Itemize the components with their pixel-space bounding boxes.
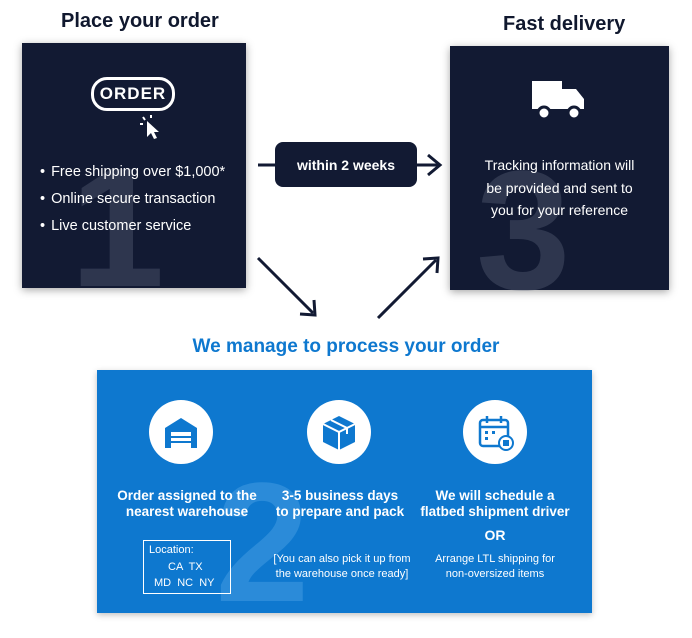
- warehouse-icon: [165, 418, 197, 448]
- timeline-badge: within 2 weeks: [275, 142, 417, 187]
- item2-note: [You can also pick it up from the wareho…: [262, 552, 422, 582]
- item2-title: 3-5 business days to prepare and pack: [265, 488, 415, 520]
- item3-title-line: flatbed shipment driver: [420, 504, 570, 519]
- item1-title: Order assigned to the nearest warehouse: [112, 488, 262, 520]
- cursor-click-icon: [140, 115, 159, 139]
- step1-title: Place your order: [61, 10, 219, 32]
- item1-title-line: nearest warehouse: [125, 504, 249, 519]
- location-box: Location: CA TX MD NC NY: [143, 540, 231, 594]
- item3-note-line: non-oversized items: [445, 568, 545, 580]
- item3-title: We will schedule a flatbed shipment driv…: [415, 488, 575, 520]
- step3-title: Fast delivery: [503, 13, 626, 35]
- bullet-item: Live customer service: [40, 216, 225, 243]
- step3-text-line: you for your reference: [491, 202, 628, 218]
- step3-text-line: Tracking information will: [484, 157, 635, 173]
- order-logo: ORDER: [91, 77, 175, 111]
- step3-text-line: be provided and sent to: [486, 179, 633, 196]
- item3-note: Arrange LTL shipping for non-oversized i…: [415, 552, 575, 582]
- step2-heading: We manage to process your order: [192, 336, 500, 357]
- item1-title-line: Order assigned to the: [117, 488, 257, 503]
- item2-note-line: [You can also pick it up from: [273, 553, 411, 565]
- item2-title-line: 3-5 business days: [281, 488, 399, 503]
- bullet-item: Free shipping over $1,000*: [40, 162, 225, 189]
- step3-text: Tracking information will be provided an…: [450, 154, 669, 222]
- package-icon: [322, 416, 356, 450]
- item3-note-line: Arrange LTL shipping for: [435, 553, 555, 565]
- calendar-circle: [463, 400, 527, 464]
- truck-icon: [532, 81, 584, 121]
- item2-note-line: the warehouse once ready]: [275, 568, 409, 580]
- step3-number: 3: [476, 136, 571, 326]
- step3-panel: 3 Tracking information will be provided …: [450, 46, 669, 316]
- item2-title-line: to prepare and pack: [275, 504, 405, 519]
- location-row-1: CA TX: [168, 561, 203, 573]
- step1-bullets: Free shipping over $1,000* Online secure…: [40, 162, 225, 243]
- calendar-icon: [478, 416, 514, 451]
- item3-or: OR: [484, 527, 506, 543]
- location-row-2: MD NC NY: [154, 577, 215, 589]
- location-label: Location:: [149, 544, 194, 556]
- bullet-item: Online secure transaction: [40, 189, 225, 216]
- warehouse-circle: [149, 400, 213, 464]
- package-circle: [307, 400, 371, 464]
- item3-title-line: We will schedule a: [435, 488, 555, 503]
